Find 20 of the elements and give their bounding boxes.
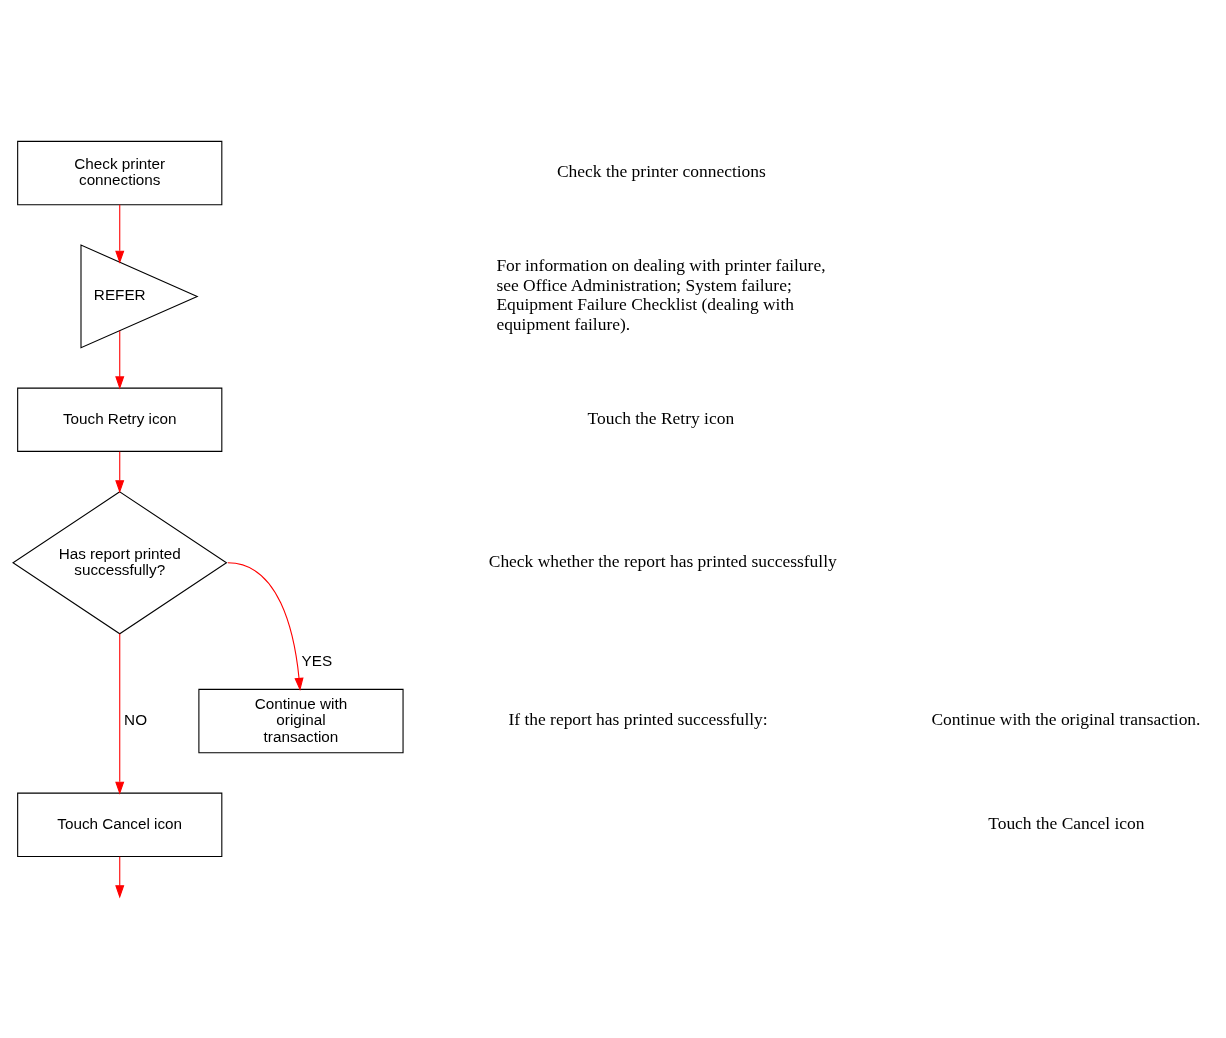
label: If the report has printed successfully: [508,708,768,729]
label: Touch the Cancel icon [988,812,1145,833]
arrow [115,632,125,795]
label: Continue with the original transaction. [931,708,1201,729]
label: For information on dealing with printer failure, see Office Administration; System failure; Equipment Failure Checklist (dealing with equipment failure). [496,254,826,334]
arrow [115,329,125,389]
node-box: Touch Retry icon [17,387,223,452]
label: Check the printer connections [556,160,766,181]
node-box: Check printer connections [17,140,223,205]
node-box: Touch Cancel icon [17,792,223,857]
arrow [115,203,125,264]
edge-label: YES [301,651,333,669]
node-diamond: Has report printed successfully? [12,490,228,634]
node-box: Continue with original transaction [198,688,404,753]
label: Touch the Retry icon [587,407,735,428]
edge-label: NO [124,710,148,728]
label: Check whether the report has printed successfully [488,550,837,571]
arrow [115,450,125,493]
arrow [227,561,304,691]
arrow [115,855,125,898]
